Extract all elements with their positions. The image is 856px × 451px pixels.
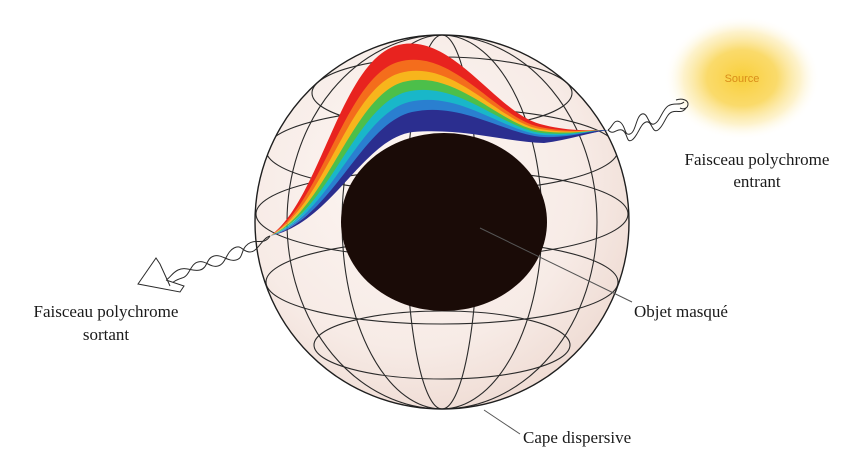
beam-band-green — [270, 79, 608, 237]
sphere-outline — [254, 34, 630, 410]
latitude-line — [313, 310, 571, 380]
source-glow — [664, 16, 820, 140]
incoming-beam-label-line2: entrant — [733, 172, 780, 191]
hidden-object-pointer — [479, 227, 633, 303]
beam-band-violet — [270, 109, 608, 236]
beam-band-red — [270, 43, 608, 236]
incoming-wave-arrow — [607, 101, 687, 142]
beam-band-yellow — [270, 70, 608, 236]
hidden-object — [341, 133, 547, 311]
outgoing-beam-label-line2: sortant — [83, 325, 130, 344]
hidden-object-label: Objet masqué — [634, 302, 728, 321]
outgoing-beam-label-line1: Faisceau polychrome — [34, 302, 179, 321]
cloak-label: Cape dispersive — [523, 428, 631, 447]
polychrome-beam — [270, 43, 608, 237]
incoming-beam-label-line1: Faisceau polychrome — [685, 150, 830, 169]
source-label: Source — [725, 73, 760, 85]
cloak-pointer — [483, 409, 521, 435]
outgoing-wave-arrow — [137, 235, 271, 293]
